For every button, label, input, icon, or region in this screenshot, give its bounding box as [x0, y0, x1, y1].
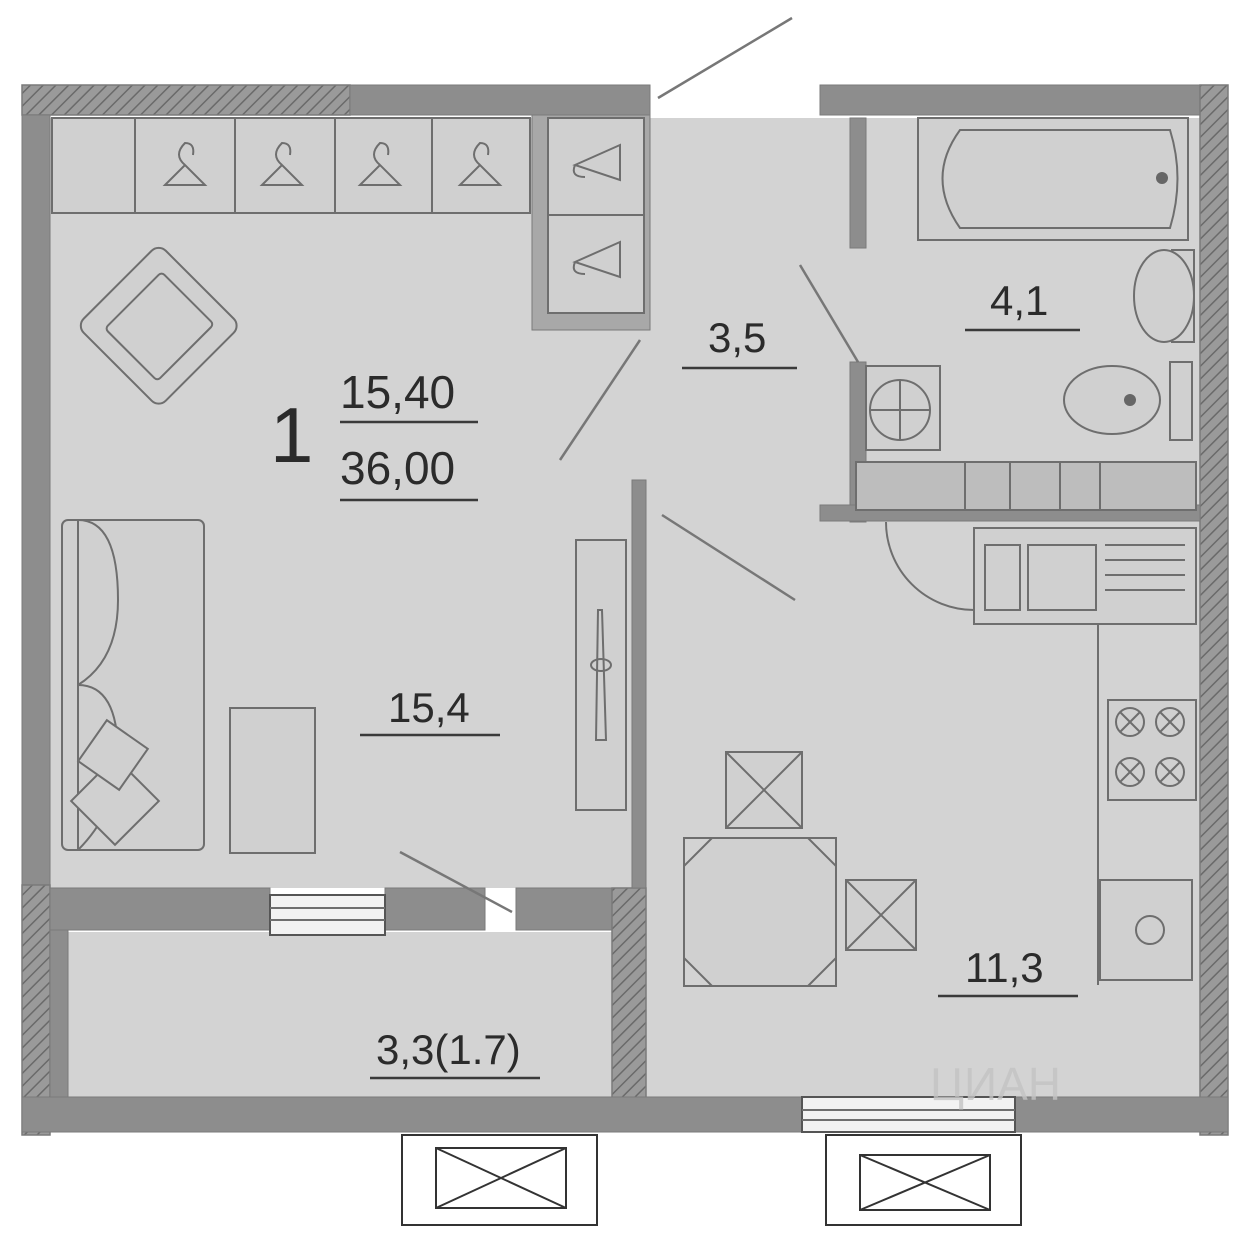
- wall-left: [21, 114, 51, 886]
- hanger-icon: [572, 143, 621, 182]
- room-area-bathroom: 4,1: [990, 277, 1048, 324]
- bathtub: [917, 117, 1189, 241]
- window-living: [269, 894, 386, 936]
- wall-right-hatched: [1199, 84, 1229, 1136]
- windows: [269, 894, 1016, 1133]
- pillow: [76, 718, 150, 792]
- hanger-icon: [259, 141, 305, 186]
- kitchen-sink: [973, 527, 1197, 625]
- wall-bottom-right: [1014, 1096, 1229, 1133]
- coffee-table: [229, 707, 316, 854]
- living-area-total: 15,40: [340, 366, 455, 418]
- tv-stand: [575, 539, 627, 811]
- wall-balcony-top-mid: [384, 887, 486, 931]
- labels: 1 15,40 36,00 3,5 4,1 15,4 11,3 3,3(1.7)…: [270, 277, 1080, 1110]
- wall-balcony-top-left: [49, 887, 271, 931]
- room-area-hall: 3,5: [708, 314, 766, 361]
- wall-bottom-left: [21, 1096, 813, 1133]
- room-area-balcony: 3,3(1.7): [376, 1026, 521, 1073]
- total-area: 36,00: [340, 442, 455, 494]
- window-kitchen: [801, 1096, 1016, 1133]
- washing-machine: [865, 365, 941, 451]
- doors: [399, 16, 860, 914]
- wall-top: [349, 84, 651, 116]
- balcony-door: [399, 850, 513, 914]
- chair: [845, 879, 917, 951]
- wall-living-kitchen: [631, 479, 647, 889]
- wall-left-balcony: [21, 884, 51, 1136]
- outdoor-units: [401, 1134, 1022, 1226]
- sofa: [61, 519, 205, 851]
- toilet: [1063, 361, 1193, 441]
- bathroom-door: [798, 264, 860, 363]
- hanger-icon: [162, 141, 208, 186]
- pillow: [69, 755, 161, 847]
- chair: [725, 751, 803, 829]
- sink: [1133, 249, 1195, 343]
- hanger-icon: [572, 240, 621, 279]
- wardrobe: [51, 117, 645, 314]
- rooms-count: 1: [270, 391, 313, 479]
- stove: [1107, 699, 1197, 801]
- room-area-kitchen: 11,3: [965, 944, 1044, 991]
- kitchen-door: [661, 513, 796, 602]
- hanger-icon: [457, 141, 503, 186]
- wall-top-hatched: [21, 84, 351, 116]
- hall-floor: [646, 118, 818, 518]
- wall-bath-left: [849, 117, 867, 249]
- entrance-door: [657, 16, 793, 100]
- kitchen-upper-cabinets: [855, 461, 1197, 511]
- balcony-floor: [68, 932, 612, 1097]
- watermark: ЦИАН: [930, 1058, 1061, 1110]
- wall-balcony-right: [611, 887, 647, 1129]
- door-swing-arc: [885, 521, 975, 611]
- hanger-icon: [357, 141, 403, 186]
- armchair: [79, 246, 238, 405]
- wall-top-right: [819, 84, 1201, 116]
- fridge: [1099, 879, 1193, 981]
- wardrobe-top: [51, 117, 531, 214]
- living-room-door: [558, 339, 642, 461]
- wall-balcony-top-right: [515, 887, 617, 931]
- dining-table: [683, 837, 837, 987]
- room-area-living: 15,4: [388, 684, 470, 731]
